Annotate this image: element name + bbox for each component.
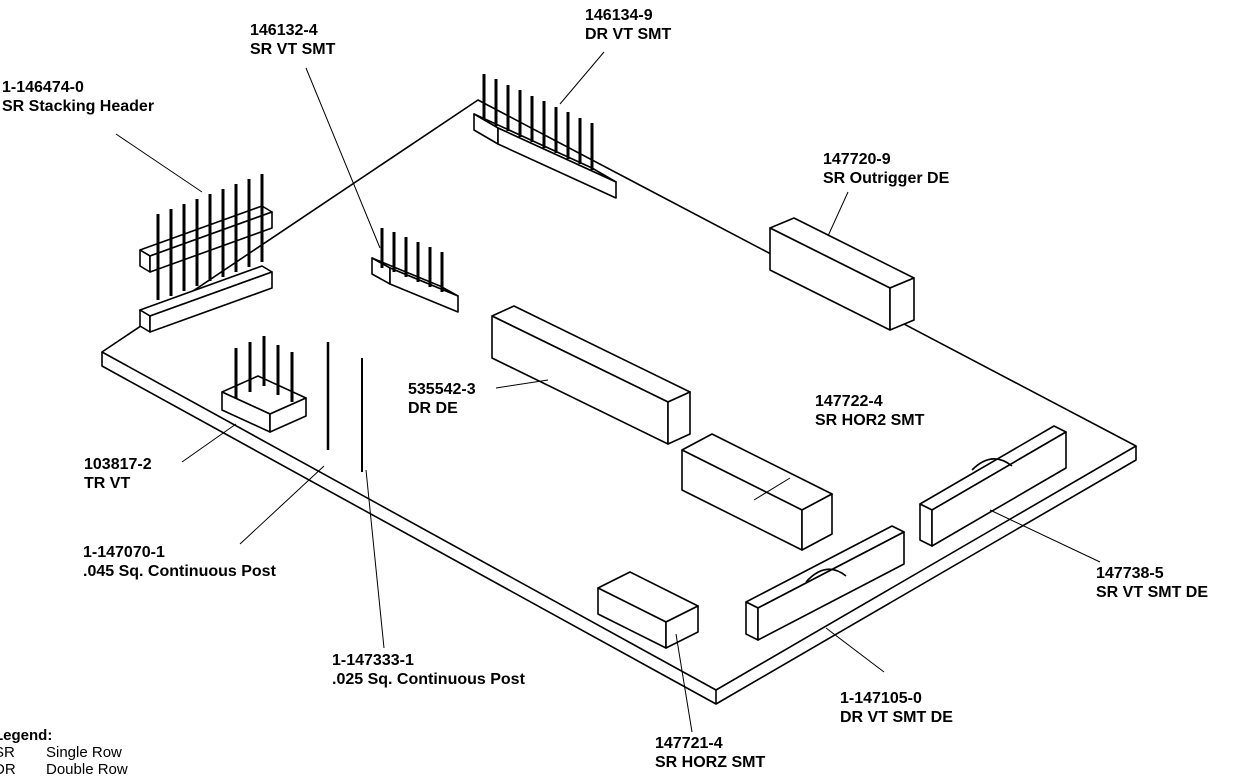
part-description: SR VT SMT DE bbox=[1096, 584, 1209, 601]
callout-147722-4: 147722-4 SR HOR2 SMT bbox=[815, 392, 924, 430]
callout-147738-5: 147738-5 SR VT SMT DE bbox=[1096, 564, 1208, 602]
part-number: 147722-4 bbox=[815, 393, 883, 410]
part-description: DR VT SMT DE bbox=[840, 709, 953, 726]
part-number: 147720-9 bbox=[823, 151, 891, 168]
callout-103817-2: 103817-2 TR VT bbox=[84, 455, 152, 493]
sr-outrigger-de-part bbox=[769, 217, 915, 331]
callout-1-147070-1: 1-147070-1 .045 Sq. Continuous Post bbox=[83, 543, 276, 581]
sr-vt-smt-header-part bbox=[371, 228, 459, 313]
callout-147720-9: 147720-9 SR Outrigger DE bbox=[823, 150, 949, 188]
legend-abbr: DR bbox=[0, 761, 16, 778]
part-number: 147738-5 bbox=[1096, 565, 1164, 582]
callout-1-147105-0: 1-147105-0 DR VT SMT DE bbox=[840, 689, 953, 727]
part-number: 535542-3 bbox=[408, 381, 476, 398]
legend-item: DR Double Row bbox=[0, 761, 128, 778]
legend-meaning: Single Row bbox=[46, 744, 122, 761]
legend-meaning: Double Row bbox=[46, 761, 128, 778]
part-number: 103817-2 bbox=[84, 456, 152, 473]
part-number: 1-147333-1 bbox=[332, 652, 414, 669]
sr-vt-smt-de-part bbox=[919, 425, 1067, 547]
dr-vt-smt-header-part bbox=[473, 74, 617, 199]
part-description: DR DE bbox=[408, 400, 458, 417]
part-description: SR HORZ SMT bbox=[655, 754, 766, 771]
part-description: .025 Sq. Continuous Post bbox=[332, 671, 525, 688]
part-number: 1-147105-0 bbox=[840, 690, 922, 707]
part-description: SR VT SMT bbox=[250, 41, 336, 58]
callout-535542-3: 535542-3 DR DE bbox=[408, 380, 476, 418]
legend: Legend: SR Single Row DR Double Row bbox=[0, 727, 128, 778]
tr-vt-header-part bbox=[221, 336, 307, 433]
part-number: 1-147070-1 bbox=[83, 544, 165, 561]
legend-item: SR Single Row bbox=[0, 744, 128, 761]
part-description: TR VT bbox=[84, 475, 131, 492]
legend-title: Legend: bbox=[0, 727, 53, 744]
callout-146134-9: 146134-9 DR VT SMT bbox=[585, 6, 671, 44]
part-description: SR HOR2 SMT bbox=[815, 412, 925, 429]
part-number: 146134-9 bbox=[585, 7, 653, 24]
part-description: DR VT SMT bbox=[585, 26, 672, 43]
part-description: SR Outrigger DE bbox=[823, 170, 950, 187]
callout-1-146474-0: 1-146474-0 SR Stacking Header bbox=[2, 78, 154, 116]
legend-abbr: SR bbox=[0, 744, 15, 761]
part-description: .045 Sq. Continuous Post bbox=[83, 563, 276, 580]
dr-vt-smt-de-part bbox=[745, 525, 905, 641]
part-description: SR Stacking Header bbox=[2, 98, 155, 115]
stacking-header-part bbox=[139, 174, 273, 333]
part-number: 1-146474-0 bbox=[2, 79, 84, 96]
part-number: 147721-4 bbox=[655, 735, 723, 752]
callout-146132-4: 146132-4 SR VT SMT bbox=[250, 21, 335, 59]
callout-1-147333-1: 1-147333-1 .025 Sq. Continuous Post bbox=[332, 651, 525, 689]
sr-hor2-smt-part bbox=[681, 433, 833, 551]
callout-147721-4: 147721-4 SR HORZ SMT bbox=[655, 734, 765, 772]
leader-lines bbox=[115, 51, 1101, 733]
sr-horz-smt-part bbox=[597, 571, 699, 649]
part-number: 146132-4 bbox=[250, 22, 318, 39]
dr-de-receptacle-part bbox=[491, 305, 691, 445]
